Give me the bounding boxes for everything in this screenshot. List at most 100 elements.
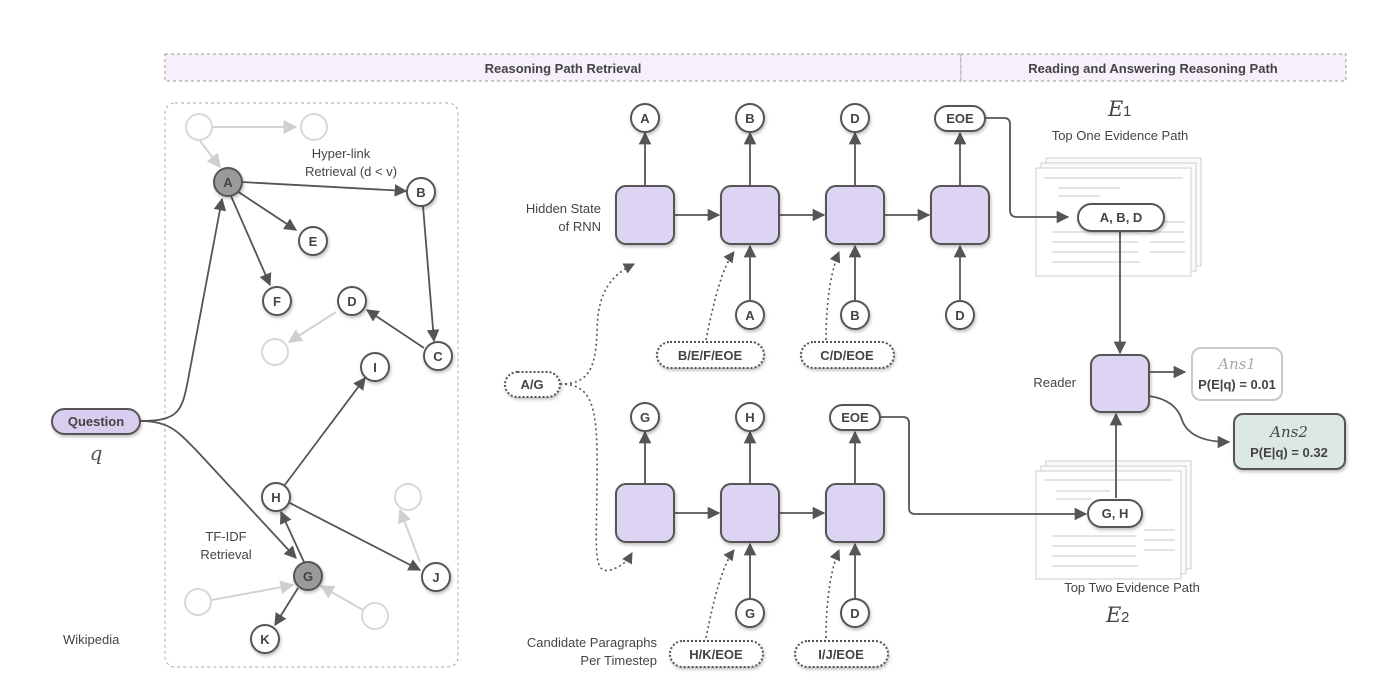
top-output-label: B — [745, 111, 754, 126]
faded-node — [300, 113, 328, 141]
rnn-cell — [930, 185, 990, 245]
retrieval-header-box — [164, 53, 962, 82]
candidate-bottom-label: H/K/EOE — [689, 647, 743, 662]
node-b: B — [406, 177, 436, 207]
node-a: A — [213, 167, 243, 197]
evidence-path-2: G, H — [1087, 499, 1143, 528]
rnn-cell — [825, 483, 885, 543]
candidate-top-label: C/D/EOE — [820, 348, 874, 363]
candidate-connectors — [559, 250, 841, 639]
svg-text:E: E — [1105, 603, 1121, 627]
hidden-state-label-1: Hidden State — [526, 201, 601, 216]
answer-2-box — [1233, 413, 1346, 470]
faded-nodes — [184, 113, 422, 630]
hidden-state-label-2: of RNN — [558, 219, 601, 234]
reading-header: Reading and Answering Reasoning Path — [1028, 61, 1277, 76]
e2-caption: Top Two Evidence Path — [1064, 580, 1200, 595]
rnn-cells — [615, 185, 990, 543]
answer-2: Ans2 P(E|q) = 0.32 — [1233, 413, 1346, 470]
edge-g-k — [274, 587, 299, 627]
faded-node — [361, 602, 389, 630]
top-output-label: EOE — [946, 111, 974, 126]
node-h: H — [261, 482, 291, 512]
svg-text:I: I — [373, 360, 377, 375]
candidate-pill — [656, 341, 765, 369]
top-input-node — [735, 300, 765, 330]
reading-header-box — [960, 53, 1347, 82]
svg-text:B: B — [416, 185, 425, 200]
wikipedia-label: Wikipedia — [63, 632, 120, 647]
edge-a-b — [240, 181, 408, 197]
connector-ag-bottom — [559, 383, 633, 572]
rnn-cell — [720, 483, 780, 543]
edge-question-a — [139, 197, 227, 422]
rnn-top-arrows — [638, 131, 967, 598]
answer-1-box — [1191, 347, 1283, 401]
faded-edge — [211, 580, 295, 601]
faded-edge — [319, 585, 364, 611]
question-node: Question — [51, 408, 141, 435]
rnn-io-nodes: A B D EOE A B D G H EOE G D — [630, 103, 986, 628]
top-input-label: A — [745, 308, 755, 323]
svg-text:1: 1 — [1123, 103, 1131, 120]
node-j: J — [421, 562, 451, 592]
answer-2-prob: P(E|q) = 0.32 — [1250, 445, 1328, 460]
svg-text:D: D — [347, 294, 356, 309]
top-input-node — [945, 300, 975, 330]
bottom-output-node — [630, 402, 660, 432]
wikipedia-panel — [164, 102, 459, 668]
edge-question-g — [139, 420, 297, 559]
connector-befe — [705, 251, 735, 341]
e2-symbol: E 2 — [1105, 603, 1129, 627]
candidate-top-label: B/E/F/EOE — [678, 348, 743, 363]
edge-b-c — [422, 205, 440, 343]
evidence-path-1-label: A, B, D — [1100, 210, 1143, 225]
retrieval-header: Reasoning Path Retrieval — [485, 61, 642, 76]
tfidf-label-1: TF-IDF — [205, 529, 246, 544]
node-e: E — [298, 226, 328, 256]
rnn-cell — [720, 185, 780, 245]
connector-cde — [825, 250, 841, 341]
connector-ag-top — [559, 263, 636, 385]
reading-arrows — [880, 117, 1231, 521]
connector-hke — [705, 549, 735, 639]
top-input-node — [840, 300, 870, 330]
evidence-path-1: A, B, D — [1077, 203, 1165, 232]
node-k: K — [250, 624, 280, 654]
faded-edges — [199, 120, 421, 611]
svg-text:F: F — [273, 294, 281, 309]
top-input-label: B — [850, 308, 859, 323]
candidate-pill — [794, 640, 889, 668]
top-output-label: D — [850, 111, 859, 126]
faded-edge — [199, 140, 221, 169]
edge-h-i — [283, 376, 366, 487]
candidate-start-label: A/G — [520, 377, 543, 392]
node-i: I — [360, 352, 390, 382]
reader-label: Reader — [1033, 375, 1076, 390]
node-g: G — [293, 561, 323, 591]
faded-node — [185, 113, 213, 141]
edge-a-e — [236, 190, 298, 231]
hyperlink-label-1: Hyper-link — [312, 146, 371, 161]
answer-2-title: Ans2 — [1268, 423, 1308, 441]
connector-ije — [825, 548, 841, 639]
faded-node — [261, 338, 289, 366]
candidates-label-1: Candidate Paragraphs — [527, 635, 658, 650]
edge-g-h — [280, 510, 305, 563]
top-output-node — [630, 103, 660, 133]
candidate-pill — [504, 371, 561, 398]
e1-symbol: E 1 — [1107, 97, 1131, 121]
rnn-cell — [615, 483, 675, 543]
edge-h-j — [287, 501, 422, 571]
svg-text:A: A — [223, 175, 233, 190]
bottom-input-label: G — [745, 606, 755, 621]
faded-edge — [287, 311, 337, 343]
bottom-output-label: H — [745, 410, 754, 425]
question-symbol: q — [90, 441, 103, 465]
svg-text:J: J — [432, 570, 439, 585]
candidate-pill — [669, 640, 764, 668]
bottom-output-node — [735, 402, 765, 432]
faded-edge — [397, 508, 421, 563]
e1-caption: Top One Evidence Path — [1052, 128, 1189, 143]
